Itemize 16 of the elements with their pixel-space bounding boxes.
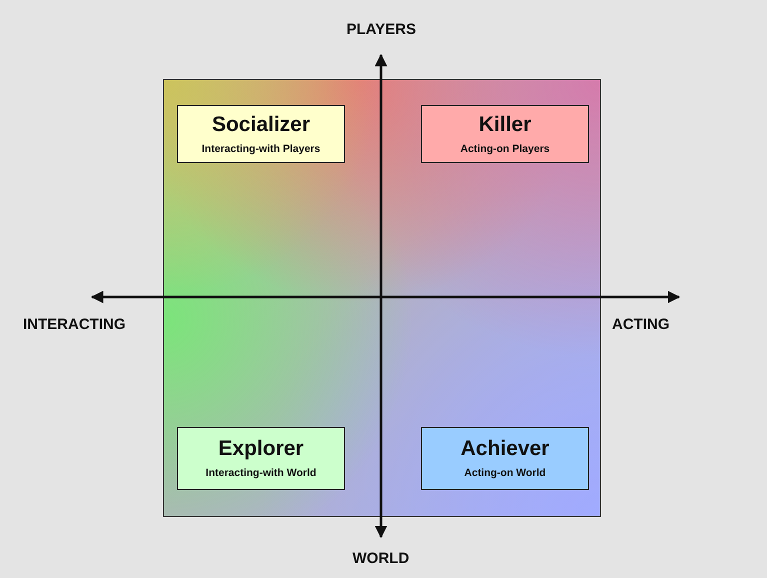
player-type-title: Killer — [478, 112, 532, 136]
player-type-description: Interacting-with World — [206, 466, 316, 480]
axis-label: ACTING — [612, 316, 670, 333]
player-type-description: Acting-on Players — [460, 142, 550, 156]
axis-label: INTERACTING — [23, 316, 126, 333]
axis-label: PLAYERS — [346, 21, 416, 38]
player-type-title: Socializer — [212, 112, 310, 136]
quadrant-box — [177, 427, 345, 490]
player-type-description: Acting-on World — [464, 466, 546, 480]
quadrant-box — [177, 105, 345, 163]
player-type-description: Interacting-with Players — [202, 142, 320, 156]
quadrant-box — [421, 105, 589, 163]
axis-label: WORLD — [352, 550, 410, 567]
quadrant-box — [421, 427, 589, 490]
player-type-title: Explorer — [218, 437, 304, 461]
player-type-title: Achiever — [460, 437, 550, 461]
